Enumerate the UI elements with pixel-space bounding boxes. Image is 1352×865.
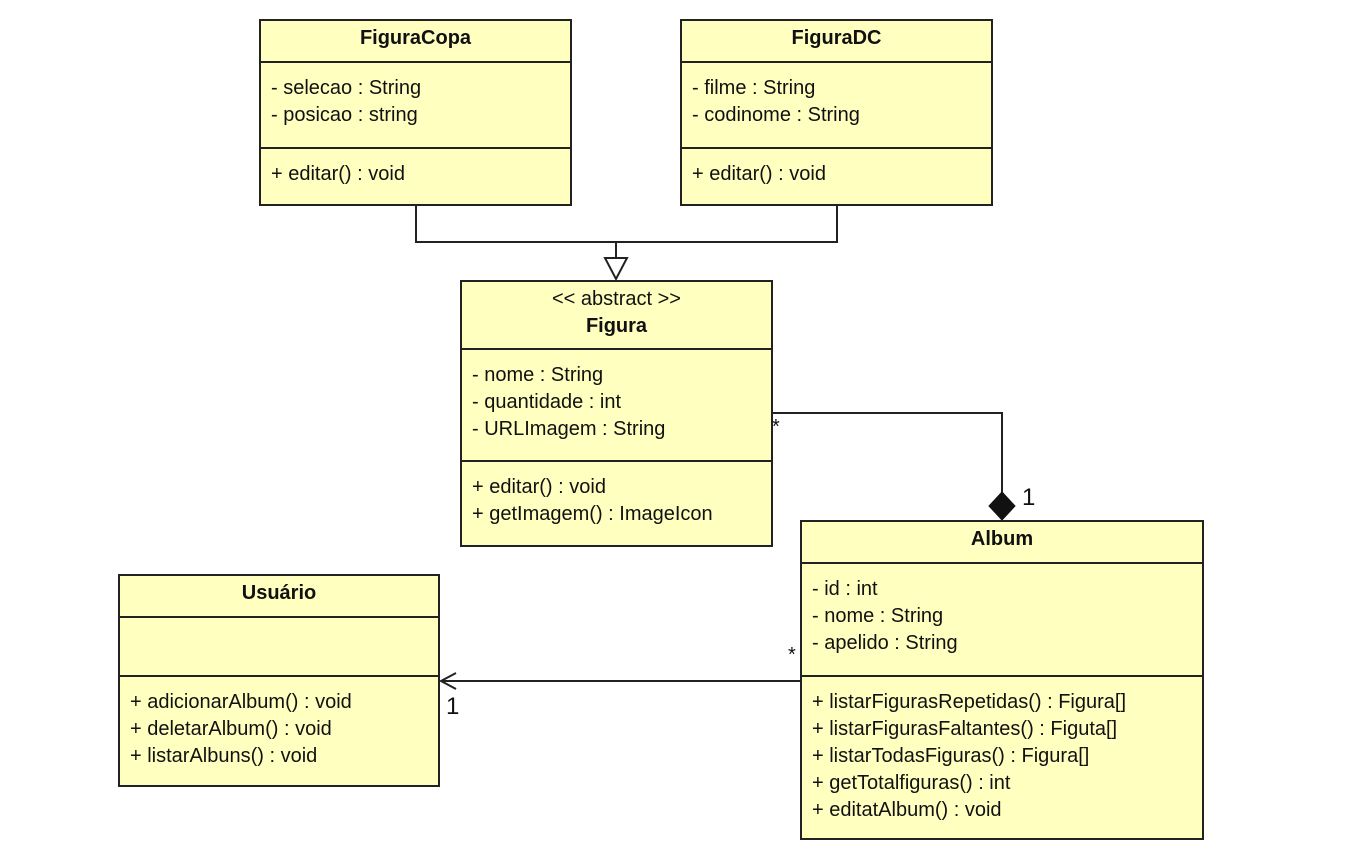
method: + getTotalfiguras() : int <box>812 772 1011 794</box>
attributes-section: - filme : String - codinome : String <box>682 63 991 149</box>
method: + adicionarAlbum() : void <box>130 691 352 713</box>
multiplicity-album-one: 1 <box>1022 484 1036 511</box>
class-title: Usuário <box>241 582 317 604</box>
class-title: Album <box>970 528 1034 550</box>
method: + listarAlbuns() : void <box>130 745 318 767</box>
attribute: - posicao : string <box>271 104 418 126</box>
attribute: - filme : String <box>692 77 816 99</box>
class-usuario[interactable]: Usuário + adicionarAlbum() : void + dele… <box>118 574 440 787</box>
class-name: FiguraDC <box>682 21 991 63</box>
attributes-section: - id : int - nome : String - apelido : S… <box>802 564 1202 677</box>
class-figura[interactable]: << abstract >> Figura - nome : String - … <box>460 280 773 547</box>
methods-section: + editar() : void <box>261 149 570 188</box>
methods-section: + editar() : void + getImagem() : ImageI… <box>462 462 771 528</box>
methods-section: + adicionarAlbum() : void + deletarAlbum… <box>120 677 438 770</box>
multiplicity-usuario-one: 1 <box>446 693 460 720</box>
generalization-line-figuracopa <box>415 205 616 243</box>
method: + editar() : void <box>472 476 606 498</box>
generalization-arrowhead <box>603 257 629 282</box>
method: + editar() : void <box>692 163 826 185</box>
method: + editar() : void <box>271 163 405 185</box>
composition-line <box>772 412 1003 493</box>
class-album[interactable]: Album - id : int - nome : String - apeli… <box>800 520 1204 840</box>
class-name: << abstract >> Figura <box>462 282 771 350</box>
attribute: - nome : String <box>472 364 604 386</box>
attribute: - selecao : String <box>271 77 422 99</box>
association-arrowhead <box>438 672 457 690</box>
class-stereotype: << abstract >> <box>552 288 681 310</box>
attributes-section: - selecao : String - posicao : string <box>261 63 570 149</box>
attribute: - nome : String <box>812 605 944 627</box>
method: + getImagem() : ImageIcon <box>472 503 713 525</box>
method: + editatAlbum() : void <box>812 799 1002 821</box>
methods-section: + editar() : void <box>682 149 991 188</box>
methods-section: + listarFigurasRepetidas() : Figura[] + … <box>802 677 1202 824</box>
class-title: FiguraCopa <box>359 27 472 49</box>
class-figuradc[interactable]: FiguraDC - filme : String - codinome : S… <box>680 19 993 206</box>
attribute: - apelido : String <box>812 632 958 654</box>
multiplicity-album-many: * <box>788 644 796 666</box>
class-name: Usuário <box>120 576 438 618</box>
class-figuracopa[interactable]: FiguraCopa - selecao : String - posicao … <box>259 19 572 206</box>
attributes-section: - nome : String - quantidade : int - URL… <box>462 350 771 462</box>
method: + listarTodasFiguras() : Figura[] <box>812 745 1090 767</box>
attribute: - codinome : String <box>692 104 860 126</box>
class-name: Album <box>802 522 1202 564</box>
class-title: Figura <box>585 315 648 337</box>
attributes-section <box>120 618 438 677</box>
class-name: FiguraCopa <box>261 21 570 63</box>
multiplicity-figura-many: * <box>772 416 780 438</box>
generalization-line-figuradc <box>616 205 838 243</box>
method: + listarFigurasRepetidas() : Figura[] <box>812 691 1127 713</box>
attribute: - id : int <box>812 578 878 600</box>
method: + listarFigurasFaltantes() : Figuta[] <box>812 718 1118 740</box>
composition-diamond <box>988 491 1016 521</box>
attribute: - URLImagem : String <box>472 418 666 440</box>
method: + deletarAlbum() : void <box>130 718 332 740</box>
class-title: FiguraDC <box>791 27 882 49</box>
attribute: - quantidade : int <box>472 391 621 413</box>
